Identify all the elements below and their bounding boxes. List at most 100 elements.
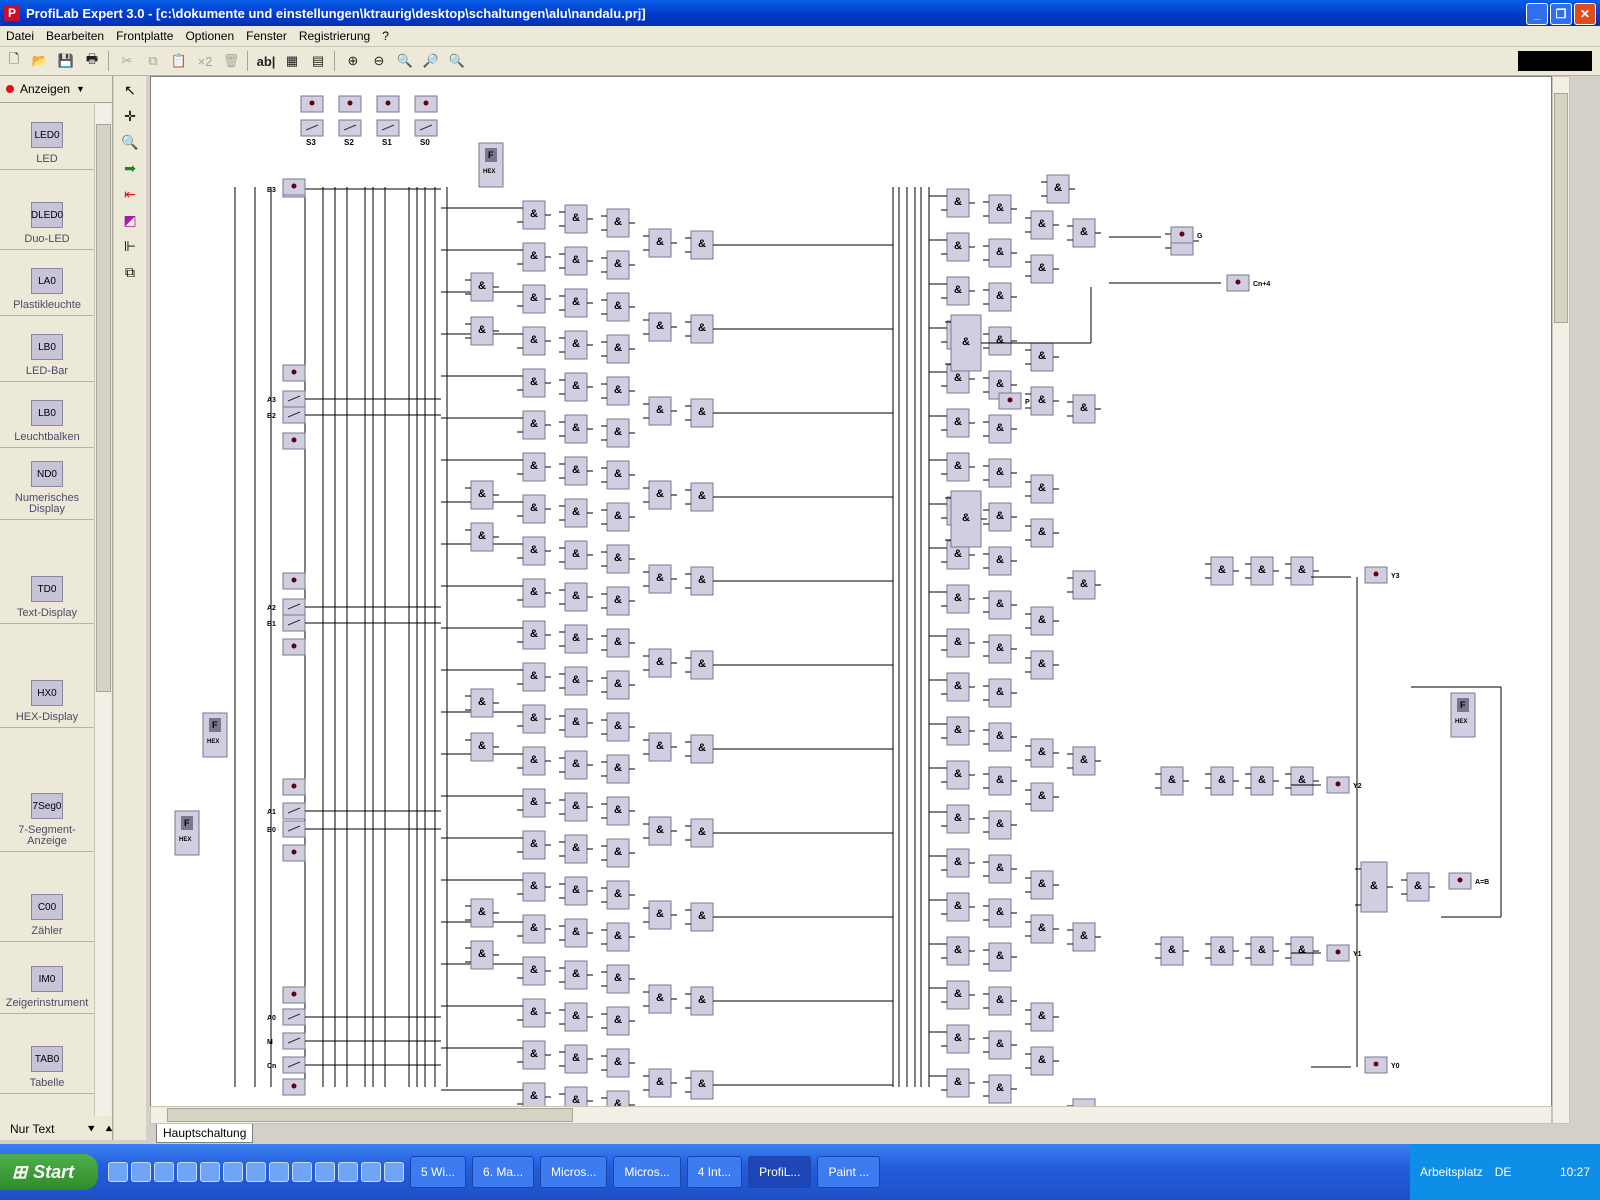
paste-icon[interactable]: 📋 bbox=[170, 53, 188, 68]
page-icon[interactable]: ▤ bbox=[311, 53, 325, 68]
led-dot bbox=[291, 1083, 297, 1089]
quick-launch-icon[interactable] bbox=[292, 1162, 312, 1182]
component-icon: LA0 bbox=[31, 268, 63, 294]
category-dropdown[interactable]: Anzeigen ▼ bbox=[0, 76, 112, 103]
quick-launch-icon[interactable] bbox=[246, 1162, 266, 1182]
quick-launch-icon[interactable] bbox=[361, 1162, 381, 1182]
switch-lever bbox=[419, 124, 433, 131]
quick-launch-icon[interactable] bbox=[154, 1162, 174, 1182]
copy-icon[interactable]: ⧉ bbox=[148, 53, 158, 68]
quick-launch-icon[interactable] bbox=[177, 1162, 197, 1182]
task-button[interactable]: 6. Ma... bbox=[472, 1156, 535, 1188]
component-icon: TD0 bbox=[31, 576, 63, 602]
menu-fenster[interactable]: Fenster bbox=[246, 29, 287, 43]
tray-arbeitsplatz[interactable]: Arbeitsplatz bbox=[1420, 1165, 1483, 1179]
quick-launch-icon[interactable] bbox=[223, 1162, 243, 1182]
gate-symbol: & bbox=[954, 1032, 962, 1044]
new-file-icon[interactable]: 🗋 bbox=[8, 51, 20, 66]
input-label: B0 bbox=[267, 827, 276, 834]
cut-icon[interactable]: ✂ bbox=[121, 53, 133, 68]
menu-frontplatte[interactable]: Frontplatte bbox=[116, 29, 174, 43]
task-button[interactable]: 4 Int... bbox=[686, 1156, 743, 1188]
language-indicator[interactable]: DE bbox=[1494, 1165, 1512, 1179]
delete-icon[interactable]: 🗑 bbox=[222, 53, 240, 68]
gate-symbol: & bbox=[996, 686, 1004, 698]
duplicate-button[interactable]: ×2 bbox=[197, 53, 213, 69]
task-button[interactable]: Micros... bbox=[540, 1156, 608, 1188]
run-arrow-icon[interactable]: ➡ bbox=[124, 159, 136, 176]
menu-help[interactable]: ? bbox=[382, 29, 389, 43]
text-tool-button[interactable]: ab| bbox=[256, 53, 276, 69]
close-button[interactable]: ✕ bbox=[1574, 3, 1596, 25]
task-button[interactable]: Paint ... bbox=[817, 1156, 881, 1188]
vertical-scrollbar[interactable] bbox=[1552, 76, 1570, 1124]
color-icon[interactable]: ◩ bbox=[123, 211, 137, 228]
quick-launch-icon[interactable] bbox=[338, 1162, 358, 1182]
quick-launch-icon[interactable] bbox=[269, 1162, 289, 1182]
print-icon[interactable]: 🖶 bbox=[85, 51, 99, 66]
quick-launch-icon[interactable] bbox=[200, 1162, 220, 1182]
quick-launch-icon[interactable] bbox=[108, 1162, 128, 1182]
task-button[interactable]: Micros... bbox=[613, 1156, 681, 1188]
gate-symbol: & bbox=[698, 574, 706, 586]
arrow-down-icon[interactable]: ⯆ bbox=[86, 1121, 97, 1136]
component-icon: HX0 bbox=[31, 680, 63, 706]
arrow-up-icon[interactable]: ⯅ bbox=[104, 1121, 114, 1136]
task-button[interactable]: ProfiL... bbox=[748, 1156, 812, 1188]
quick-launch-icon[interactable] bbox=[384, 1162, 404, 1182]
gate-symbol: & bbox=[1258, 774, 1266, 786]
task-button[interactable]: 5 Wi... bbox=[410, 1156, 467, 1188]
windows-icon[interactable]: ⧉ bbox=[125, 263, 135, 280]
grid-icon[interactable]: ▦ bbox=[285, 53, 299, 68]
zoom-reset-icon[interactable]: 🔍 bbox=[448, 53, 466, 68]
horizontal-scrollbar[interactable] bbox=[150, 1106, 1552, 1124]
vertical-scroll-thumb[interactable] bbox=[1554, 93, 1568, 323]
horizontal-scroll-thumb[interactable] bbox=[167, 1108, 573, 1122]
switch-lever bbox=[287, 411, 301, 418]
zoom-in-icon[interactable]: ⊕ bbox=[347, 53, 359, 68]
hex-screen bbox=[485, 148, 497, 162]
open-folder-icon[interactable]: 📂 bbox=[31, 53, 49, 68]
zoom-out-icon[interactable]: ⊖ bbox=[373, 53, 385, 68]
zoom-fit-icon[interactable]: 🔎 bbox=[422, 53, 440, 68]
quick-launch-icon[interactable] bbox=[315, 1162, 335, 1182]
menu-registrierung[interactable]: Registrierung bbox=[298, 29, 371, 43]
wire-node-icon[interactable]: ✛ bbox=[124, 107, 136, 124]
zoom-icon[interactable]: 🔍 bbox=[396, 53, 414, 68]
menu-optionen[interactable]: Optionen bbox=[185, 29, 235, 43]
gate-symbol: & bbox=[698, 994, 706, 1006]
start-button[interactable]: ⊞ Start bbox=[0, 1154, 98, 1190]
quick-launch-icon[interactable] bbox=[131, 1162, 151, 1182]
sheet-tab[interactable]: Hauptschaltung bbox=[156, 1124, 254, 1143]
restore-button[interactable]: ❐ bbox=[1550, 3, 1572, 25]
switch-lever bbox=[343, 124, 357, 131]
pointer-icon[interactable]: ↖ bbox=[124, 81, 136, 98]
gate-symbol: & bbox=[1054, 182, 1062, 194]
signal-icon[interactable]: ⊩ bbox=[123, 237, 137, 254]
save-icon[interactable]: 💾 bbox=[57, 53, 75, 68]
palette-scroll-thumb[interactable] bbox=[96, 124, 111, 692]
palette-item-label: Tabelle bbox=[29, 1077, 65, 1089]
minimize-button[interactable]: _ bbox=[1526, 3, 1548, 25]
palette-scrollbar[interactable] bbox=[94, 104, 111, 1116]
menu-datei[interactable]: Datei bbox=[6, 29, 35, 43]
input-label: M bbox=[267, 1039, 273, 1046]
stop-arrow-icon[interactable]: ⇤ bbox=[124, 185, 136, 202]
magnifier-icon[interactable]: 🔍 bbox=[121, 133, 139, 150]
nand-gate bbox=[1360, 861, 1388, 913]
menu-bearbeiten[interactable]: Bearbeiten bbox=[46, 29, 105, 43]
